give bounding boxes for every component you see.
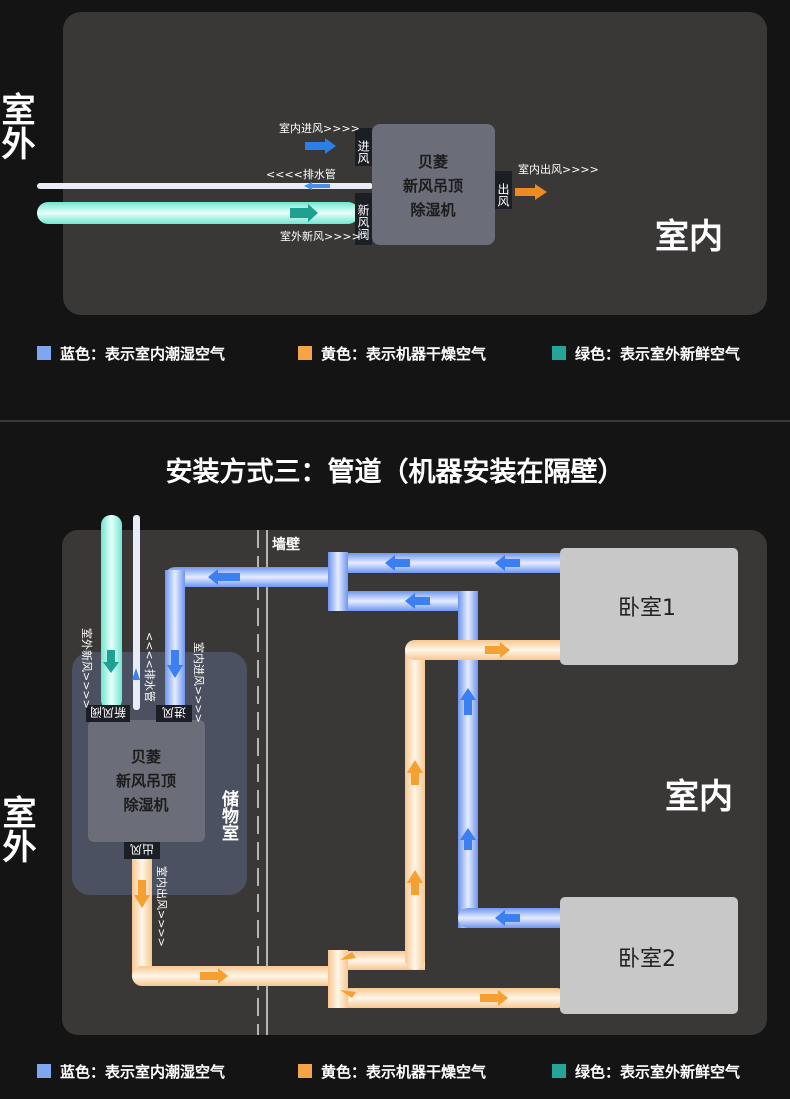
in-port-label: 进风 bbox=[162, 705, 186, 719]
machine-name: 新风吊顶 bbox=[403, 177, 463, 195]
legend-green: 绿色：表示室外新鲜空气 bbox=[575, 1063, 740, 1081]
orange-junction bbox=[328, 950, 348, 1008]
bedroom-2-label: 卧室2 bbox=[618, 947, 676, 972]
orange-pipe bbox=[405, 640, 425, 970]
in-port bbox=[355, 128, 372, 166]
machine-name: 贝菱 bbox=[418, 153, 448, 171]
drain-pipe bbox=[133, 515, 140, 710]
outdoor-label-bottom: 室外 bbox=[0, 794, 36, 863]
legend-blue: 蓝色：表示室内潮湿空气 bbox=[60, 345, 225, 363]
drain-label: <<<<排水管 bbox=[143, 632, 157, 702]
outdoor-fresh-label: 室外新风>>>> bbox=[280, 229, 361, 243]
arrow-right-icon bbox=[515, 184, 547, 200]
legend-bottom: 蓝色：表示室内潮湿空气 黄色：表示机器干燥空气 绿色：表示室外新鲜空气 bbox=[37, 1063, 740, 1081]
dehumidifier-unit-bottom bbox=[88, 720, 205, 842]
in-port bbox=[156, 705, 192, 722]
fresh-port bbox=[86, 705, 130, 722]
arrow-down-icon bbox=[103, 650, 119, 673]
out-port bbox=[124, 842, 160, 859]
fresh-port bbox=[355, 193, 372, 245]
blue-swatch bbox=[37, 1064, 51, 1078]
out-port-label: 出风 bbox=[130, 842, 154, 856]
fresh-port-label: 新风阀 bbox=[90, 705, 126, 720]
orange-pipe bbox=[132, 858, 152, 978]
legend-blue: 蓝色：表示室内潮湿空气 bbox=[60, 1063, 225, 1081]
orange-pipe bbox=[132, 966, 342, 986]
out-port-label: 出风 bbox=[496, 183, 510, 208]
wall-label: 墙壁 bbox=[272, 536, 300, 553]
outdoor-fresh-label: 室外新风>>>> bbox=[80, 628, 94, 709]
arrow-up-icon bbox=[132, 668, 140, 680]
legend-yellow: 黄色：表示机器干燥空气 bbox=[321, 1063, 486, 1081]
orange-pipe bbox=[340, 951, 425, 970]
machine-name: 除湿机 bbox=[123, 796, 168, 814]
outdoor-label-1a: 室外 bbox=[0, 91, 35, 160]
section-title: 安装方式三：管道（机器安装在隔壁） bbox=[166, 456, 625, 488]
indoor-out-label: 室内出风>>>> bbox=[518, 162, 599, 176]
out-port bbox=[495, 171, 512, 209]
arrow-right-icon bbox=[305, 138, 336, 154]
machine-name: 新风吊顶 bbox=[116, 772, 176, 790]
blue-pipe bbox=[340, 553, 568, 573]
bedroom-1 bbox=[560, 548, 738, 665]
indoor-in-label: 室内进风>>>> bbox=[279, 121, 360, 135]
arrow-right-icon bbox=[290, 204, 318, 222]
yellow-swatch bbox=[298, 1064, 312, 1078]
drain-label: <<<<排水管 bbox=[266, 167, 336, 181]
arrow-left-icon bbox=[304, 182, 330, 190]
in-port-label: 进风 bbox=[356, 140, 370, 165]
fresh-port-label: 新风阀 bbox=[356, 203, 370, 241]
blue-junction bbox=[328, 552, 348, 611]
drain-pipe bbox=[37, 183, 373, 189]
indoor-label-top: 室内 bbox=[655, 217, 723, 257]
blue-pipe bbox=[165, 567, 345, 587]
legend-yellow: 黄色：表示机器干燥空气 bbox=[321, 345, 486, 363]
indoor-out-label: 室内出风>>>> bbox=[155, 866, 169, 947]
indoor-in-label: 室内进风>>>> bbox=[192, 642, 206, 723]
blue-swatch bbox=[37, 346, 51, 360]
blue-arrows bbox=[167, 555, 520, 926]
orange-pipe bbox=[340, 988, 567, 1008]
legend-top: 蓝色：表示室内潮湿空气 黄色：表示机器干燥空气 绿色：表示室外新鲜空气 bbox=[37, 345, 740, 363]
legend-green: 绿色：表示室外新鲜空气 bbox=[575, 345, 740, 363]
yellow-swatch bbox=[298, 346, 312, 360]
fresh-air-pipe bbox=[37, 202, 359, 224]
indoor-label-bottom: 室内 bbox=[665, 777, 733, 817]
dehumidifier-unit bbox=[372, 124, 495, 245]
storage-room-label: 储物室 bbox=[218, 789, 239, 841]
green-swatch bbox=[552, 1064, 566, 1078]
bedroom-2 bbox=[560, 897, 738, 1014]
bedroom-1-label: 卧室1 bbox=[618, 596, 676, 621]
orange-arrows bbox=[134, 642, 510, 1006]
blue-pipe bbox=[458, 591, 478, 928]
fresh-air-pipe bbox=[101, 515, 122, 710]
blue-pipe bbox=[165, 570, 185, 710]
machine-name: 贝菱 bbox=[131, 748, 161, 766]
machine-name: 除湿机 bbox=[410, 201, 455, 219]
green-swatch bbox=[552, 346, 566, 360]
divider bbox=[0, 420, 790, 422]
